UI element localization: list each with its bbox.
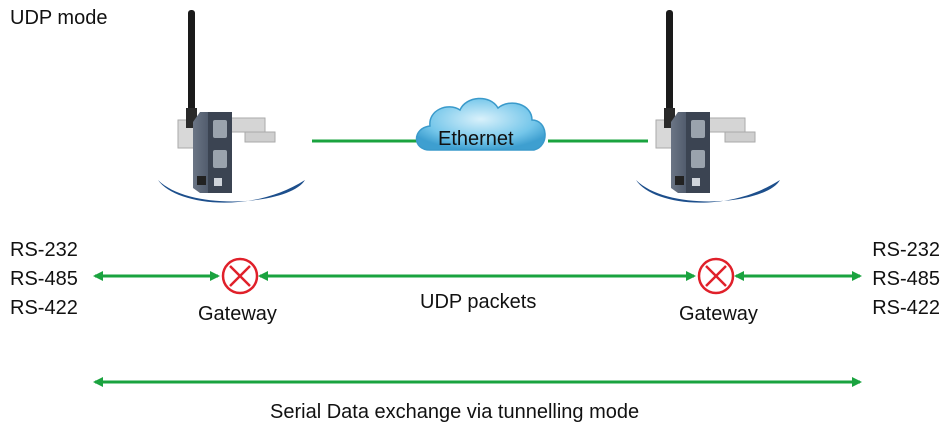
gateway-label-right: Gateway (679, 303, 758, 325)
ethernet-label: Ethernet (438, 128, 514, 150)
gateway-device-right-icon (636, 10, 780, 203)
serial-interface-label: RS-422 (872, 297, 940, 319)
ethernet-cloud-icon (415, 97, 546, 151)
serial-interfaces-left: RS-232 RS-485 RS-422 (10, 238, 78, 325)
serial-interface-label: RS-485 (872, 268, 940, 290)
serial-interface-label: RS-422 (10, 297, 78, 319)
serial-interface-label: RS-232 (872, 239, 940, 261)
serial-interface-label: RS-232 (10, 239, 78, 261)
udp-packets-label: UDP packets (420, 291, 537, 313)
gateway-label-left: Gateway (198, 303, 277, 325)
mode-label: UDP mode (10, 7, 108, 29)
gateway-device-left-icon (158, 10, 305, 203)
serial-interfaces-right: RS-232 RS-485 RS-422 (872, 238, 940, 325)
serial-interface-label: RS-485 (10, 268, 78, 290)
tunnel-exchange-label: Serial Data exchange via tunnelling mode (270, 401, 640, 423)
gateway-symbol-left-icon (221, 257, 259, 295)
gateway-symbol-right-icon (697, 257, 735, 295)
